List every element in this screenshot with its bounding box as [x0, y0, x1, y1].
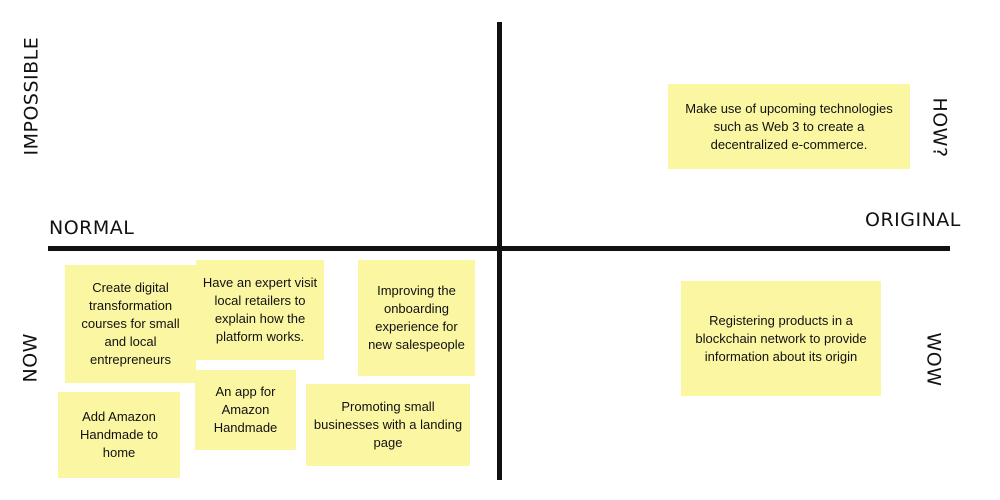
sticky-note[interactable]: Promoting small businesses with a landin… — [306, 384, 470, 466]
sticky-note-text: Have an expert visit local retailers to … — [202, 275, 318, 344]
sticky-note[interactable]: Have an expert visit local retailers to … — [196, 260, 324, 360]
sticky-note[interactable]: Add Amazon Handmade to home — [58, 392, 180, 478]
sticky-note[interactable]: Improving the onboarding experience for … — [358, 260, 475, 376]
sticky-note-text: Promoting small businesses with a landin… — [313, 399, 463, 450]
axis-label-impossible: IMPOSSIBLE — [20, 36, 43, 156]
sticky-note-text: An app for Amazon Handmade — [213, 384, 278, 435]
horizontal-axis — [48, 246, 950, 251]
axis-label-now: NOW — [19, 333, 42, 383]
sticky-note-text: Improving the onboarding experience for … — [368, 283, 465, 352]
axis-label-how: HOW? — [928, 97, 951, 158]
sticky-note[interactable]: Create digital transformation courses fo… — [65, 265, 196, 383]
axis-label-normal: NORMAL — [49, 217, 135, 239]
sticky-note[interactable]: An app for Amazon Handmade — [195, 370, 296, 450]
axis-label-original: ORIGINAL — [865, 209, 961, 231]
sticky-note-text: Make use of upcoming technologies such a… — [685, 100, 893, 152]
vertical-axis — [497, 22, 502, 480]
axis-label-wow: WOW — [922, 332, 945, 387]
sticky-note-text: Registering products in a blockchain net… — [695, 312, 867, 364]
sticky-note-text: Add Amazon Handmade to home — [79, 409, 159, 460]
sticky-note[interactable]: Registering products in a blockchain net… — [681, 281, 881, 396]
sticky-note-text: Create digital transformation courses fo… — [81, 280, 180, 367]
sticky-note[interactable]: Make use of upcoming technologies such a… — [668, 84, 910, 169]
